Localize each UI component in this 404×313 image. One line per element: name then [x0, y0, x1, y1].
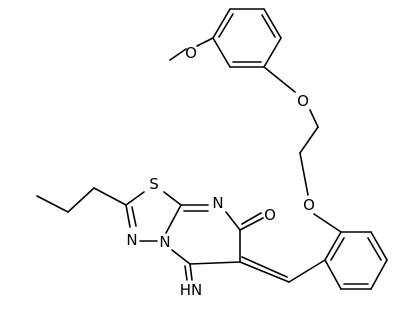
atom-n-ring-upper: N — [212, 194, 223, 212]
bond-ring-b6 — [324, 231, 342, 261]
methoxyphenoxy-group — [169, 8, 296, 93]
bond-c8a-s — [163, 191, 182, 206]
bond-c2p-c3p — [36, 195, 69, 213]
bond-methoxy-ring — [196, 37, 214, 47]
bond-ch-c6-double — [241, 256, 288, 278]
atom-o-ether-upper: O — [297, 92, 309, 110]
bond-c7-n8 — [225, 211, 241, 231]
bond-ring-a3-inner — [261, 14, 276, 38]
atom-o-methoxy: O — [185, 44, 197, 62]
atom-o-ether-lower: O — [303, 196, 315, 214]
bond-n4-c5 — [171, 249, 191, 265]
bond-c5-imine-double — [184, 265, 188, 281]
propyl-chain — [36, 187, 127, 213]
thiadiazole-ring — [125, 191, 182, 242]
bond-ring-b5 — [324, 259, 342, 290]
bond-ring-b2 — [370, 231, 388, 261]
bond-ring-b2-inner — [367, 237, 382, 261]
bond-ring-a1-inner — [218, 13, 234, 38]
bond-c5-imine — [189, 263, 193, 281]
bond-ring-ch — [288, 259, 326, 283]
bond-c2-c1p — [93, 187, 127, 206]
bond-methyl — [169, 48, 187, 61]
bond-c7-o-double — [241, 212, 262, 225]
atom-n-ring-left: N — [126, 231, 137, 249]
benzylidene-bridge — [239, 256, 326, 283]
bond-ch2-o-lower — [299, 152, 309, 196]
bond-c7-o — [239, 217, 264, 231]
bond-o-ring — [313, 213, 342, 233]
bond-ring-b6-inner — [330, 237, 345, 261]
bond-ch-c6 — [239, 261, 290, 283]
bond-ring-a3 — [263, 8, 282, 39]
bond-c2-n3-double — [131, 206, 137, 227]
lower-phenyl-ring — [313, 213, 388, 290]
ethylene-linker — [299, 109, 319, 196]
bond-ring-b3 — [370, 259, 388, 290]
bond-ring-a4 — [263, 37, 282, 68]
bond-c1p-c2p — [67, 187, 95, 213]
bond-c5-c6 — [189, 261, 241, 265]
bond-o-ch2-upper — [309, 109, 319, 128]
atom-imine: HN — [180, 281, 203, 299]
atom-n-ring-bridge: N — [159, 233, 170, 251]
bond-c8a-n4 — [165, 204, 182, 234]
bond-s-c2 — [125, 191, 145, 206]
pyrimidine-ring — [165, 204, 264, 281]
bond-ring-a1 — [212, 8, 231, 39]
atom-o-carbonyl: O — [264, 206, 276, 224]
atom-s-ring: S — [149, 175, 159, 193]
bond-ring-a6 — [212, 37, 231, 68]
bond-c2-n3 — [125, 204, 131, 228]
bond-ch2-ch2 — [299, 126, 319, 154]
bond-aryl-o-upper — [263, 66, 296, 93]
atom-labels: O O O S N O N N HN — [126, 44, 315, 299]
